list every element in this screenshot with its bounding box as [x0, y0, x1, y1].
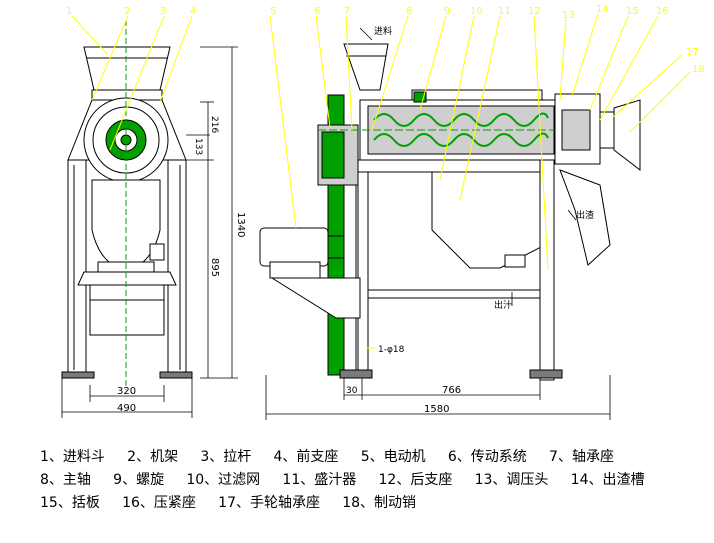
legend-item: 2、机架 [127, 449, 196, 465]
side-slag-chute [559, 169, 611, 266]
callout-7: 7 [344, 6, 350, 17]
legend-item: 12、后支座 [378, 472, 471, 488]
callout-2: 2 [124, 6, 130, 17]
side-motor [259, 227, 329, 267]
front-dim-outer-width: 490 [117, 403, 136, 414]
legend-item: 13、调压头 [474, 472, 567, 488]
legend-item: 8、主轴 [40, 472, 109, 488]
legend-item: 3、拉杆 [200, 449, 270, 465]
parts-legend: 1、进料斗 2、机架 3、拉杆 4、前支座 5、电动机 6、传动系统 7、轴承座… [40, 446, 680, 515]
callout-18: 18 [692, 64, 705, 75]
front-dimensions [61, 46, 238, 418]
legend-item: 11、盛汁器 [282, 472, 375, 488]
legend-item: 14、出渣槽 [570, 472, 663, 488]
side-handwheel [613, 99, 641, 172]
front-dim-upper-a: 216 [209, 116, 219, 133]
front-dim-lower-height: 895 [209, 258, 220, 277]
flow-juice-label: 出汁 [494, 299, 512, 311]
side-dim-inner-width: 766 [442, 385, 461, 396]
side-dim-total-width: 1580 [424, 404, 449, 415]
legend-item: 6、传动系统 [447, 449, 545, 465]
side-screw [373, 112, 549, 127]
callout-leaders [71, 13, 691, 349]
legend-item: 18、制动销 [342, 495, 417, 511]
side-frame [357, 159, 554, 173]
callout-12: 12 [528, 6, 541, 17]
front-right-leg [167, 159, 187, 376]
legend-item: 10、过滤网 [186, 472, 278, 488]
callout-4: 4 [190, 6, 196, 17]
flow-arrows [359, 27, 577, 306]
callout-14: 14 [596, 4, 609, 15]
front-dim-total-height: 1340 [235, 212, 246, 237]
legend-item: 15、括板 [40, 495, 118, 511]
callout-17: 17 [686, 47, 699, 58]
callout-9: 9 [444, 6, 450, 17]
legend-item: 16、压紧座 [122, 495, 214, 511]
legend-item: 17、手轮轴承座 [218, 495, 338, 511]
front-dim-upper-b: 133 [193, 138, 203, 155]
callout-5: 5 [270, 6, 276, 17]
front-view [61, 20, 193, 390]
juicer-assembly-drawing: 1340 895 216 133 320 490 [61, 4, 705, 420]
front-left-leg [67, 159, 87, 376]
side-view [259, 43, 641, 381]
callout-16: 16 [656, 6, 669, 17]
side-hopper [343, 43, 389, 91]
legend-item: 4、前支座 [273, 449, 357, 465]
side-juice-collector [431, 169, 546, 269]
legend-item: 5、电动机 [360, 449, 444, 465]
callout-8: 8 [406, 6, 412, 17]
front-hopper [83, 46, 171, 91]
front-dim-inner-width: 320 [117, 386, 136, 397]
callout-15: 15 [626, 6, 639, 17]
side-dim-rod: 1-φ18 [378, 345, 405, 355]
side-dim-small-offset: 30 [346, 386, 358, 396]
flow-feed-label: 进料 [374, 25, 392, 37]
callout-11: 11 [498, 6, 511, 17]
callout-6: 6 [314, 6, 320, 17]
callout-3: 3 [160, 6, 166, 17]
callout-numbers: 1 2 3 4 5 6 7 8 9 10 11 12 13 14 15 16 1… [66, 4, 705, 75]
callout-1: 1 [66, 6, 72, 17]
flow-slag-label: 出渣 [576, 209, 594, 221]
callout-13: 13 [562, 10, 575, 21]
side-dimensions [265, 375, 611, 420]
callout-10: 10 [470, 6, 483, 17]
legend-item: 1、进料斗 [40, 449, 123, 465]
legend-item: 7、轴承座 [549, 449, 632, 465]
legend-item: 9、螺旋 [113, 472, 182, 488]
